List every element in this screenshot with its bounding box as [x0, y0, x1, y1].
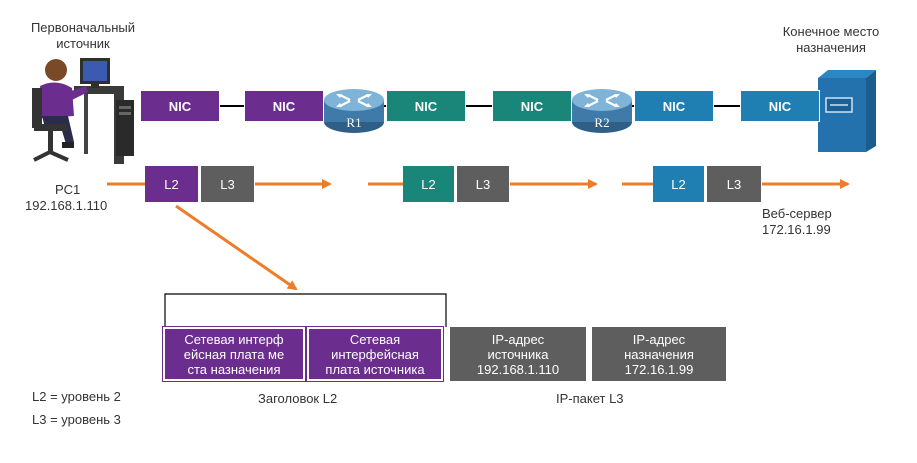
- hop2-l3: L3: [457, 166, 509, 202]
- nic-r1-left: NIC: [244, 90, 324, 122]
- frame-src-nic: Сетевая интерфейсная плата источника: [306, 326, 444, 382]
- source-caption: Первоначальный источник: [30, 20, 136, 51]
- pc1-name: PC1: [55, 182, 81, 197]
- web-server-name: Веб-сервер: [762, 206, 832, 221]
- hop3-l2: L2: [653, 166, 704, 202]
- destination-caption: Конечное место назначения: [782, 24, 880, 55]
- l2-header-bracket: [164, 293, 447, 327]
- router-r2: R2: [570, 84, 634, 136]
- nic-r1-right: NIC: [386, 90, 466, 122]
- legend-l3: L3 = уровень 3: [32, 412, 121, 427]
- hop3-l3: L3: [707, 166, 761, 202]
- hop2-l2: L2: [403, 166, 454, 202]
- frame-src-ip: IP-адрес источника 192.168.1.110: [450, 327, 586, 381]
- l2-header-label: Заголовок L2: [258, 391, 338, 406]
- web-server-icon: [818, 70, 876, 152]
- router-r1: R1: [322, 84, 386, 136]
- nic-web-server: NIC: [740, 90, 820, 122]
- hop1-l3: L3: [201, 166, 254, 202]
- nic-r2-left: NIC: [492, 90, 572, 122]
- pc1-ip: 192.168.1.110: [25, 198, 108, 213]
- frame-dest-nic: Сетевая интерф ейсная плата ме ста назна…: [162, 326, 306, 382]
- legend-l2: L2 = уровень 2: [32, 389, 121, 404]
- nic-r2-right: NIC: [634, 90, 714, 122]
- web-server-ip: 172.16.1.99: [762, 222, 831, 237]
- router-r1-label: R1: [346, 115, 362, 130]
- router-r2-label: R2: [594, 115, 610, 130]
- router-icon: [324, 89, 384, 133]
- pc-workstation-icon: [32, 58, 134, 164]
- router-icon: [572, 89, 632, 133]
- hop1-l2: L2: [145, 166, 198, 202]
- arrow-to-frame-detail: [175, 204, 298, 291]
- l3-packet-label: IP-пакет L3: [556, 391, 624, 406]
- frame-dst-ip: IP-адрес назначения 172.16.1.99: [592, 327, 726, 381]
- nic-pc1: NIC: [140, 90, 220, 122]
